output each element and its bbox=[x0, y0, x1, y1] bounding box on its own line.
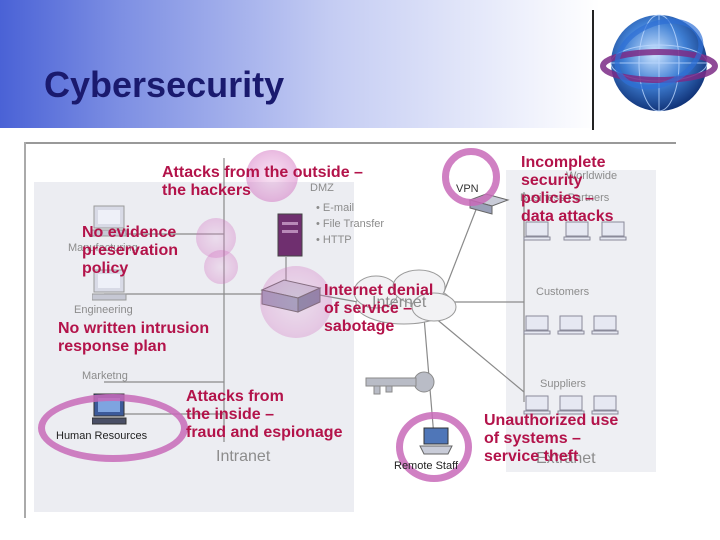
network-diagram: DMZ E-mail File Transfer HTTP VPN Intern… bbox=[24, 142, 676, 520]
threat-line: Incomplete bbox=[521, 154, 606, 171]
threat-line: policies – bbox=[521, 190, 594, 207]
manufacturing-pc-icon bbox=[92, 205, 127, 237]
vpn-link bbox=[443, 201, 480, 293]
threat-line: the inside – bbox=[186, 406, 275, 423]
dmz-service-item: E-mail bbox=[316, 200, 384, 216]
customers-label: Customers bbox=[536, 286, 590, 298]
threat-line: data attacks bbox=[521, 208, 614, 225]
router-icon bbox=[260, 279, 322, 313]
frame-left-line bbox=[24, 142, 26, 518]
threat-line: Unauthorized use bbox=[484, 412, 619, 429]
dmz-server-icon bbox=[277, 213, 303, 257]
threat-incomplete-policies: Incomplete security policies – data atta… bbox=[521, 154, 614, 226]
header-band bbox=[0, 0, 600, 128]
highlight-dmz-circle bbox=[246, 150, 298, 202]
threat-line: Attacks from bbox=[186, 388, 284, 405]
highlight-hacker-circle-b bbox=[204, 250, 238, 284]
marketing-label: Marketng bbox=[82, 370, 128, 382]
threat-line: policy bbox=[82, 260, 129, 277]
highlight-hacker-circle-a bbox=[196, 218, 236, 258]
threat-line: sabotage bbox=[324, 318, 395, 335]
threat-outside-attacks: Attacks from the outside – the hackers bbox=[162, 164, 363, 200]
threat-line: No evidence bbox=[82, 224, 177, 241]
slide-title: Cybersecurity bbox=[44, 64, 285, 105]
threat-line: the hackers bbox=[162, 182, 251, 199]
remote-staff-label: Remote Staff bbox=[394, 460, 458, 472]
threat-line: security bbox=[521, 172, 583, 189]
highlight-router-circle bbox=[260, 266, 332, 338]
internet-label: Internet bbox=[372, 294, 427, 311]
highlight-remote-circle bbox=[396, 412, 472, 482]
threat-no-intrusion-plan: No written intrusion response plan bbox=[58, 320, 209, 356]
extranet-label: Extranet bbox=[536, 450, 596, 467]
threat-line: preservation bbox=[82, 242, 179, 259]
threat-line: No written intrusion bbox=[58, 320, 210, 337]
intranet-label: Intranet bbox=[216, 448, 271, 465]
dmz-label: DMZ bbox=[310, 182, 334, 194]
threat-line: Attacks from the outside – bbox=[162, 164, 363, 181]
threat-line: fraud and espionage bbox=[186, 424, 343, 441]
vpn-label: VPN bbox=[456, 183, 479, 195]
threat-line: of service – bbox=[324, 300, 413, 317]
dmz-services-list: E-mail File Transfer HTTP bbox=[316, 200, 384, 248]
manufacturing-label: Manufacturing bbox=[68, 242, 138, 254]
internet-cloud-icon bbox=[353, 269, 457, 325]
dmz-service-item: HTTP bbox=[316, 232, 384, 248]
business-partners-pcs-icon bbox=[523, 221, 627, 241]
customers-pcs-icon bbox=[523, 315, 619, 335]
threat-unauthorized-use: Unauthorized use of systems – service th… bbox=[484, 412, 618, 466]
threat-line: response plan bbox=[58, 338, 167, 355]
globe-logo-icon bbox=[600, 14, 718, 112]
worldwide-label: Worldwide bbox=[566, 170, 618, 182]
threat-denial-of-service: Internet denial of service – sabotage bbox=[324, 282, 433, 336]
suppliers-link bbox=[433, 316, 525, 393]
highlight-hr-circle bbox=[38, 394, 188, 462]
key-icon bbox=[365, 371, 435, 395]
threat-line: service theft bbox=[484, 448, 579, 465]
dmz-service-item: File Transfer bbox=[316, 216, 384, 232]
engineering-label: Engineering bbox=[74, 304, 133, 316]
threat-inside-attacks: Attacks from the inside – fraud and espi… bbox=[186, 388, 342, 442]
threat-line: of systems – bbox=[484, 430, 581, 447]
engineering-pc-icon bbox=[92, 269, 127, 301]
human-resources-label: Human Resources bbox=[56, 430, 148, 442]
threat-no-evidence-policy: No evidence preservation policy bbox=[82, 224, 178, 278]
threat-line: Internet denial bbox=[324, 282, 434, 299]
suppliers-pcs-icon bbox=[523, 395, 619, 415]
header-divider bbox=[592, 10, 594, 130]
business-partners-label: Business Partners bbox=[520, 192, 610, 204]
suppliers-label: Suppliers bbox=[540, 378, 586, 390]
highlight-vpn-circle bbox=[442, 148, 500, 206]
frame-top-line bbox=[24, 142, 676, 144]
